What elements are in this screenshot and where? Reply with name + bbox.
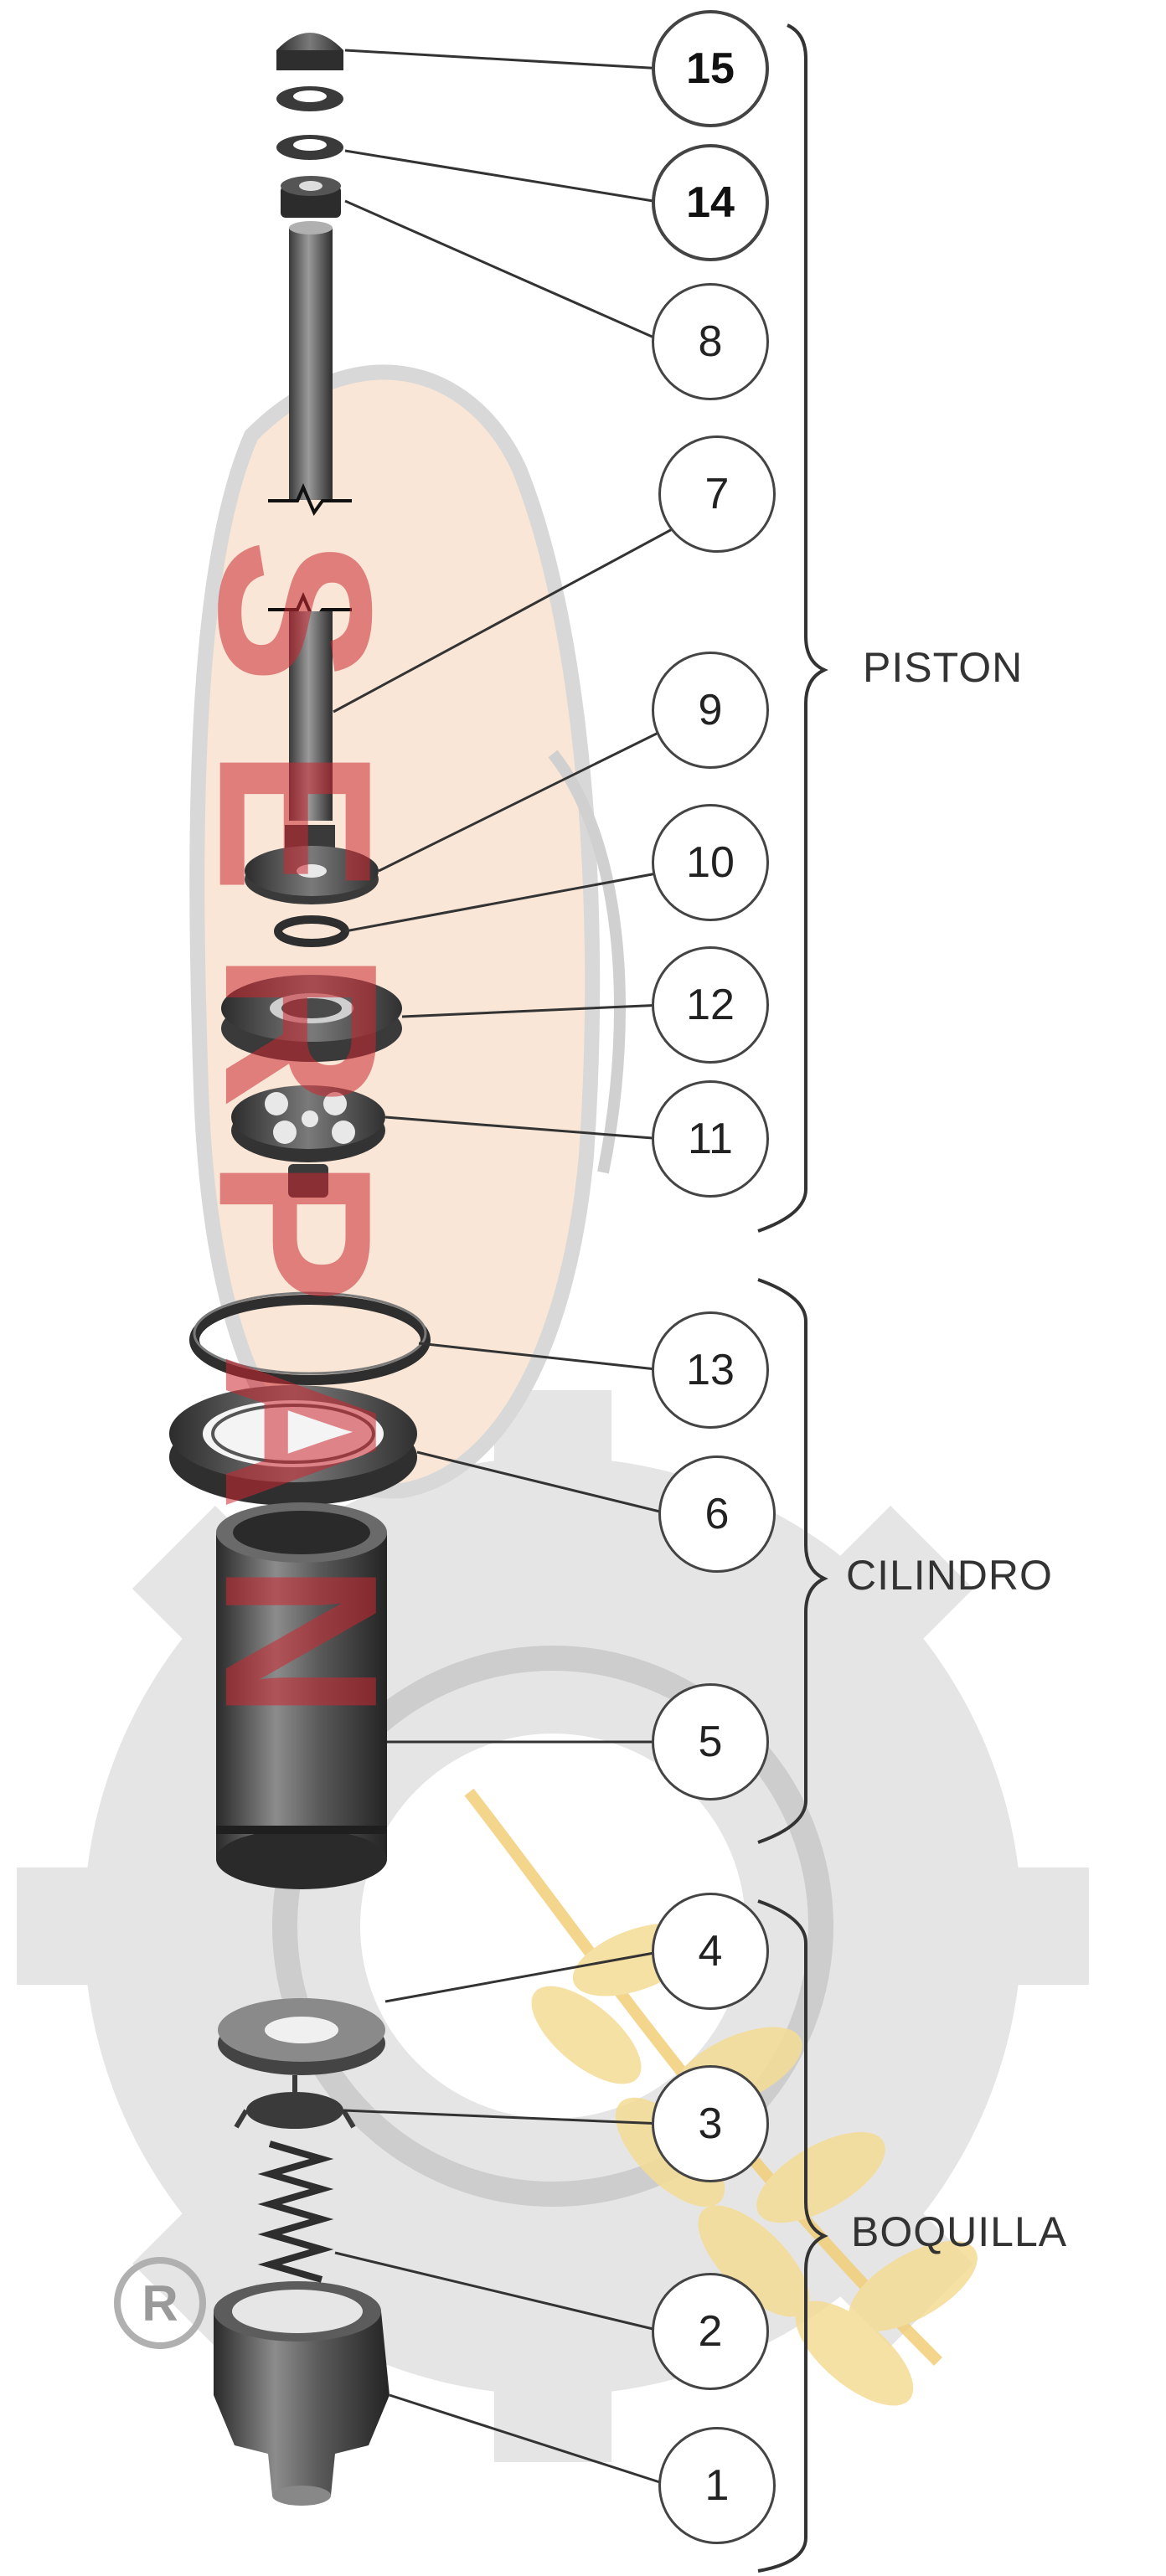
registered-mark: R — [114, 2257, 206, 2349]
callout-11: 11 — [652, 1080, 769, 1198]
gear-teeth — [17, 1390, 1089, 2462]
watermark-letter-r: R — [178, 951, 422, 1109]
leader-7 — [333, 526, 676, 714]
leader-8 — [344, 199, 664, 343]
leader-lines — [333, 49, 676, 2487]
part-6-flange-ring — [169, 1385, 417, 1506]
group-label-boquilla: BOQUILLA — [851, 2208, 1068, 2255]
part-14-washer — [276, 135, 343, 160]
group-braces — [757, 23, 828, 2573]
leader-6 — [416, 1450, 671, 1516]
brace-boquilla — [757, 1899, 828, 2573]
part-5-cylinder — [216, 1502, 387, 1889]
part-12-cup-seal — [221, 975, 402, 1062]
leader-11 — [384, 1115, 664, 1141]
callout-12: 12 — [652, 946, 769, 1064]
part-3-valve-disc — [234, 2075, 356, 2129]
callout-14: 14 — [652, 144, 769, 261]
callout-13: 13 — [652, 1311, 769, 1429]
callout-1: 1 — [658, 2427, 776, 2544]
part-piston-rod — [268, 221, 352, 821]
leader-15 — [344, 49, 664, 70]
watermark-letter-n: N — [178, 1563, 422, 1720]
callout-4: 4 — [652, 1893, 769, 2010]
callout-8: 8 — [652, 283, 769, 400]
part-9-disc — [245, 825, 379, 904]
leader-9 — [378, 725, 671, 873]
brace-piston — [757, 23, 828, 1233]
part-8-nut — [281, 176, 341, 218]
callout-3: 3 — [652, 2065, 769, 2182]
callout-6: 6 — [658, 1455, 776, 1573]
part-15-cap-nut — [276, 33, 343, 70]
brace-cilindro — [757, 1278, 828, 1844]
callout-5: 5 — [652, 1683, 769, 1801]
group-label-cilindro: CILINDRO — [846, 1552, 1053, 1599]
gear-ring — [272, 1646, 833, 2207]
callout-15: 15 — [652, 10, 769, 127]
part-13-o-ring — [189, 1291, 431, 1385]
leader-2 — [334, 2251, 664, 2333]
part-4-seat-washer — [218, 1998, 385, 2075]
leader-3 — [343, 2109, 664, 2125]
callout-10: 10 — [652, 804, 769, 921]
leader-14 — [344, 149, 664, 204]
watermark-letter-a: A — [178, 1353, 422, 1511]
leader-4 — [384, 1950, 664, 2003]
watermark-letter-s: S — [173, 538, 416, 684]
part-11-valve-plate — [231, 1085, 385, 1198]
group-label-piston: PISTON — [863, 644, 1024, 691]
leader-1 — [389, 2393, 671, 2487]
watermark-letter-e: E — [173, 748, 416, 894]
part-2-spring — [257, 2141, 334, 2283]
watermark-letter-p: P — [173, 1158, 416, 1304]
leader-10 — [344, 869, 671, 933]
part-1-nozzle-body — [214, 2281, 390, 2506]
part-washer-upper — [276, 86, 343, 111]
leader-13 — [418, 1342, 664, 1372]
callout-2: 2 — [652, 2273, 769, 2390]
leader-12 — [401, 1003, 664, 1018]
callout-7: 7 — [658, 435, 776, 553]
callout-9: 9 — [652, 652, 769, 769]
